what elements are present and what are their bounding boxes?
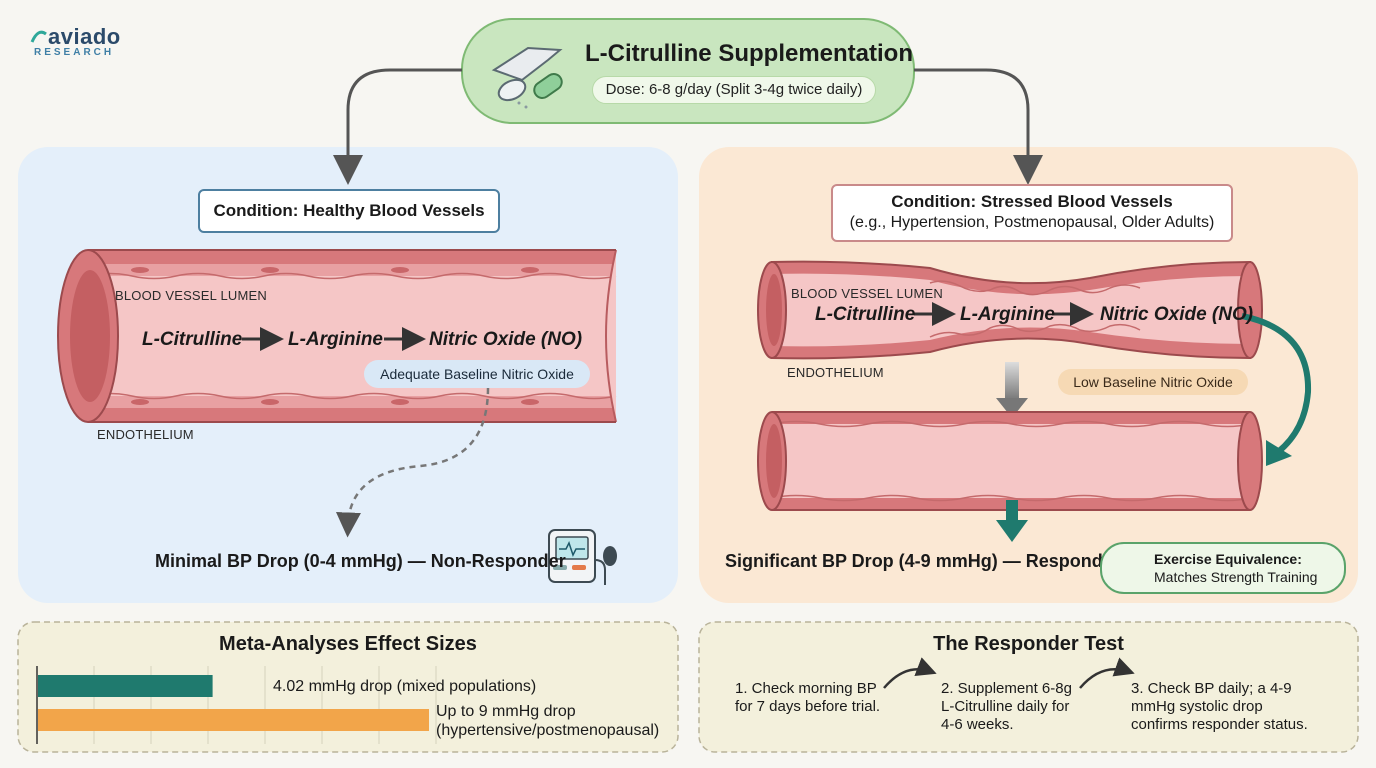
step-2-line-2: L-Citrulline daily for <box>941 698 1070 715</box>
step-3-line-2: mmHg systolic drop <box>1131 698 1263 715</box>
outcome-responder: Significant BP Drop (4-9 mmHg) — Respond… <box>725 551 1120 571</box>
outcome-non-responder: Minimal BP Drop (0-4 mmHg) — Non-Respond… <box>155 551 566 571</box>
exercise-title: Exercise Equivalence: <box>1154 551 1302 567</box>
condition-stressed-examples: (e.g., Hypertension, Postmenopausal, Old… <box>849 214 1215 231</box>
condition-healthy: Condition: Healthy Blood Vessels <box>198 189 500 233</box>
bar-label-mixed: 4.02 mmHg drop (mixed populations) <box>273 678 537 695</box>
teal-curved-arrow-head <box>1266 440 1292 466</box>
pathway-arginine-left: L-Arginine <box>288 329 383 350</box>
bar-label-hypertensive-line2: (hypertensive/postmenopausal) <box>436 722 660 739</box>
logo-word: aviado <box>48 24 121 49</box>
exercise-text: Matches Strength Training <box>1154 569 1318 585</box>
bar-label-hypertensive-line1: Up to 9 mmHg drop <box>436 703 576 720</box>
dashed-arrow-to-minimal <box>335 387 490 538</box>
responder-step-3: 3. Check BP daily; a 4-9 mmHg systolic d… <box>1131 680 1308 734</box>
step-2-line-1: 2. Supplement 6-8g <box>941 680 1072 697</box>
effect-bar-hypertensive <box>38 709 429 731</box>
exercise-equivalence-box: Exercise Equivalence: Matches Strength T… <box>1100 542 1346 594</box>
meta-analyses-title: Meta-Analyses Effect Sizes <box>219 633 477 655</box>
step-1-line-2: for 7 days before trial. <box>735 698 881 715</box>
lumen-label-right: BLOOD VESSEL LUMEN <box>791 286 943 301</box>
bp-monitor-icon <box>548 529 617 585</box>
healthy-vessel <box>57 249 617 423</box>
step-2-line-3: 4-6 weeks. <box>941 716 1014 733</box>
step-3-line-1: 3. Check BP daily; a 4-9 <box>1131 680 1292 697</box>
baseline-adequate-badge: Adequate Baseline Nitric Oxide <box>364 360 590 388</box>
step-arrow-1 <box>883 657 937 689</box>
responder-step-1: 1. Check morning BP for 7 days before tr… <box>735 680 880 716</box>
logo-mark <box>30 30 47 43</box>
dose-badge: Dose: 6-8 g/day (Split 3-4g twice daily) <box>592 76 876 104</box>
responder-step-2: 2. Supplement 6-8g L-Citrulline daily fo… <box>941 680 1072 734</box>
arrow-to-left-panel <box>333 68 462 185</box>
baseline-low-badge: Low Baseline Nitric Oxide <box>1058 369 1248 395</box>
step-1-line-1: 1. Check morning BP <box>735 680 877 697</box>
page-title: L-Citrulline Supplementation <box>585 40 913 67</box>
bar-label-hypertensive: Up to 9 mmHg drop (hypertensive/postmeno… <box>436 702 659 740</box>
condition-stressed: Condition: Stressed Blood Vessels (e.g.,… <box>831 184 1233 242</box>
pathway-citrulline-left: L-Citrulline <box>142 329 243 350</box>
gray-down-arrow <box>996 362 1028 418</box>
arrow-to-right-panel <box>914 68 1043 185</box>
pathway-arginine-right: L-Arginine <box>960 304 1055 325</box>
dilated-vessel <box>757 411 1263 511</box>
endothelium-label-right: ENDOTHELIUM <box>787 365 884 380</box>
logo: aviado RESEARCH <box>30 24 121 58</box>
responder-test-panel <box>698 621 1359 753</box>
condition-stressed-title: Condition: Stressed Blood Vessels <box>891 192 1173 211</box>
logo-subtitle: RESEARCH <box>34 47 115 58</box>
pathway-nitric-oxide-right: Nitric Oxide (NO) <box>1100 304 1254 325</box>
step-3-line-3: confirms responder status. <box>1131 716 1308 733</box>
pathway-citrulline-right: L-Citrulline <box>815 304 916 325</box>
pathway-nitric-oxide-left: Nitric Oxide (NO) <box>429 329 583 350</box>
teal-curved-arrow <box>1241 313 1312 455</box>
lumen-label-left: BLOOD VESSEL LUMEN <box>115 288 267 303</box>
endothelium-label-left: ENDOTHELIUM <box>97 427 194 442</box>
step-arrow-2 <box>1079 657 1135 689</box>
responder-test-title: The Responder Test <box>933 633 1124 655</box>
supplement-icon <box>491 46 563 109</box>
teal-down-arrow <box>996 500 1028 542</box>
effect-bar-mixed <box>38 675 213 697</box>
stressed-vessel <box>757 260 1263 360</box>
